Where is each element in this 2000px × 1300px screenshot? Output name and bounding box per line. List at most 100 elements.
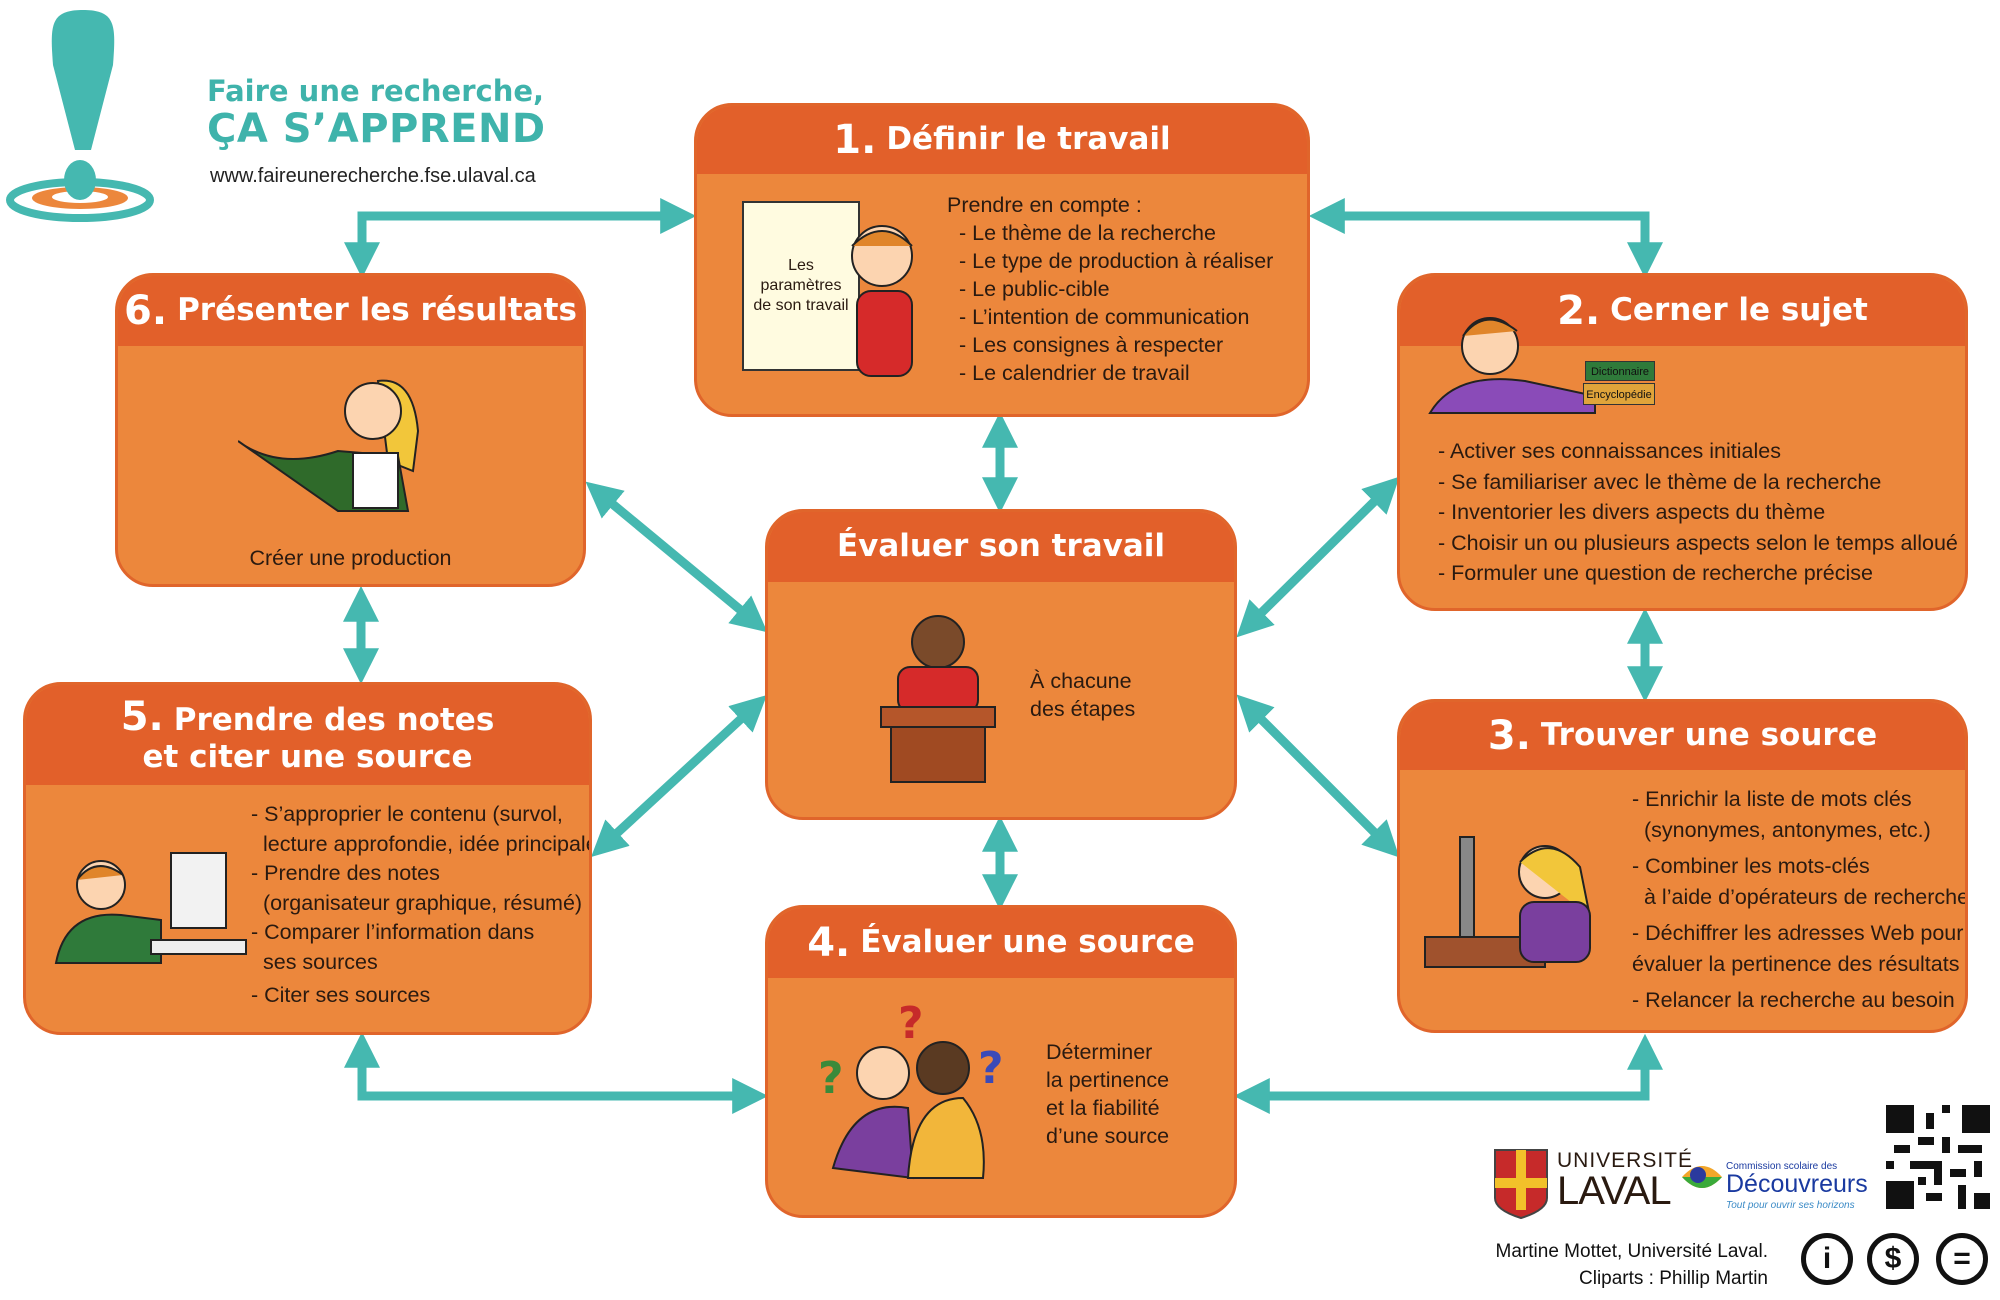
- center-text: À chacune des étapes: [1030, 667, 1135, 723]
- step-number: 6.: [124, 288, 168, 334]
- cc-nc-icon: $: [1867, 1233, 1919, 1285]
- center-header: Évaluer son travail: [768, 512, 1234, 582]
- author-credit: Martine Mottet, Université Laval.: [1495, 1241, 1768, 1262]
- step-2-header: 2. Cerner le sujet: [1400, 276, 1965, 346]
- list-item: (synonymes, antonymes, etc.): [1644, 817, 1931, 842]
- list-item: - Le thème de la recherche: [959, 221, 1216, 245]
- step-2-box: 2. Cerner le sujet Dictionnaire Encyclop…: [1397, 273, 1968, 611]
- list-item: - Relancer la recherche au besoin: [1632, 988, 1955, 1012]
- step-number: 3.: [1487, 713, 1531, 759]
- step-title: Évaluer une source: [860, 924, 1195, 961]
- list-item: - L’intention de communication: [959, 305, 1250, 329]
- cc-nd-icon: =: [1936, 1233, 1988, 1285]
- brand-line-1: Faire une recherche,: [207, 74, 545, 108]
- step-3-list: - Enrichir la liste de mots clés (synony…: [1632, 784, 1968, 1016]
- arrow-5-4: [344, 1031, 769, 1114]
- step-6-caption: Créer une production: [118, 544, 583, 572]
- list-item: - Se familiariser avec le thème de la re…: [1438, 469, 1882, 494]
- decouvreurs-logo: Commission scolaire des Découvreurs Tout…: [1726, 1161, 1868, 1211]
- logo-line-2: Découvreurs: [1726, 1170, 1868, 1198]
- clipart-credit: Cliparts : Phillip Martin: [1579, 1268, 1768, 1289]
- arrow-3-center: [1236, 694, 1400, 858]
- step-1-list: Prendre en compte : - Le thème de la rec…: [947, 191, 1273, 387]
- list-item: À chacune: [1030, 669, 1132, 693]
- list-item: à l’aide d’opérateurs de recherche: [1644, 884, 1968, 909]
- list-item: - Le calendrier de travail: [959, 361, 1190, 385]
- list-item: - Le type de production à réaliser: [959, 249, 1274, 273]
- step-1-box: 1. Définir le travail Les paramètres de …: [694, 103, 1310, 417]
- list-item: - Inventorier les divers aspects du thèm…: [1438, 500, 1826, 524]
- step-2-list: - Activer ses connaissances initiales - …: [1438, 436, 1958, 589]
- list-item: - Choisir un ou plusieurs aspects selon …: [1438, 530, 1958, 555]
- step-4-header: 4. Évaluer une source: [768, 908, 1234, 978]
- list-intro: Prendre en compte :: [947, 193, 1142, 217]
- list-item: et la fiabilité: [1046, 1096, 1160, 1120]
- website-link[interactable]: www.faireunerecherche.fse.ulaval.ca: [210, 165, 536, 187]
- book-encyclopedie: Encyclopédie: [1583, 383, 1655, 405]
- presenting-girl-clipart-icon: [238, 379, 420, 512]
- step-number: 1.: [833, 117, 877, 163]
- list-item: évaluer la pertinence des résultats: [1632, 951, 1960, 976]
- list-item: - Activer ses connaissances initiales: [1438, 439, 1781, 463]
- logo-tagline: Tout pour ouvrir ses horizons: [1726, 1200, 1855, 1211]
- universite-laval-logo: UNIVERSITÉ LAVAL: [1557, 1150, 1693, 1211]
- brand-line-2: ÇA S’APPREND: [207, 106, 546, 152]
- universite-laval-crest-icon: [1494, 1149, 1548, 1220]
- arrow-1-2: [1308, 198, 1663, 279]
- center-box: Évaluer son travail À chacune des étapes: [765, 509, 1237, 820]
- computer-user-clipart-icon: [1424, 836, 1591, 968]
- step-5-list: - S’approprier le contenu (survol, lectu…: [251, 800, 592, 1011]
- arrow-3-4: [1233, 1033, 1663, 1114]
- svg-text:?: ?: [898, 998, 924, 1049]
- list-item: - S’approprier le contenu (survol,: [251, 802, 563, 826]
- arrow-6-center: [585, 481, 768, 633]
- step-title-line-2: et citer une source: [142, 739, 473, 776]
- qr-code-icon[interactable]: [1886, 1105, 1990, 1209]
- thinking-boy-clipart-icon: [1428, 317, 1596, 414]
- step-number: 4.: [807, 920, 851, 966]
- step-title: Trouver une source: [1540, 717, 1878, 754]
- step-title: Évaluer son travail: [836, 528, 1166, 565]
- cc-by-icon: i: [1801, 1233, 1853, 1285]
- book-label: Encyclopédie: [1586, 389, 1652, 401]
- arrow-5-center: [591, 695, 767, 857]
- step-3-box: 3. Trouver une source - Enrichir la list…: [1397, 699, 1968, 1033]
- step-title: Définir le travail: [886, 121, 1171, 158]
- step-title: Cerner le sujet: [1610, 292, 1868, 329]
- book-label: Dictionnaire: [1590, 366, 1650, 378]
- list-item: - Enrichir la liste de mots clés: [1632, 787, 1912, 811]
- list-item: lecture approfondie, idée principale): [263, 831, 592, 856]
- list-item: (organisateur graphique, résumé): [263, 890, 583, 915]
- step-number: 5.: [120, 694, 164, 741]
- logo-line-1: Commission scolaire des: [1726, 1161, 1838, 1172]
- step-5-header: 5.Prendre des notes et citer une source: [26, 685, 589, 785]
- list-item: - Citer ses sources: [251, 983, 431, 1007]
- arrow-1-6: [344, 198, 697, 279]
- boy-clipart-icon: [851, 225, 913, 377]
- parameters-paper-illustration: Les paramètres de son travail: [742, 201, 860, 371]
- note-taking-clipart-icon: [54, 852, 247, 964]
- step-6-box: 6. Présenter les résultats Créer une pro…: [115, 273, 586, 587]
- svg-text:?: ?: [978, 1043, 1004, 1094]
- list-item: - Combiner les mots-clés: [1632, 854, 1870, 878]
- book-dictionnaire: Dictionnaire: [1585, 361, 1655, 381]
- list-item: - Déchiffrer les adresses Web pour: [1632, 921, 1964, 945]
- svg-text:?: ?: [818, 1053, 844, 1104]
- arrow-2-center: [1236, 476, 1400, 638]
- step-title-line-1: Prendre des notes: [173, 702, 495, 739]
- list-item: ses sources: [263, 949, 378, 974]
- list-item: - Formuler une question de recherche pré…: [1438, 561, 1873, 585]
- brand-title: Faire une recherche, ÇA S’APPREND: [207, 72, 546, 152]
- step-title: Présenter les résultats: [177, 292, 577, 329]
- logo-line-2: LAVAL: [1557, 1169, 1672, 1213]
- student-desk-clipart-icon: [880, 615, 996, 783]
- list-item: - Prendre des notes: [251, 861, 440, 885]
- list-item: d’une source: [1046, 1124, 1170, 1148]
- list-item: des étapes: [1030, 697, 1136, 721]
- list-item: Déterminer: [1046, 1040, 1153, 1064]
- questioning-kids-clipart-icon: ? ? ?: [818, 998, 1004, 1180]
- list-item: - Le public-cible: [959, 277, 1110, 301]
- step-number: 2.: [1557, 288, 1601, 334]
- step-6-header: 6. Présenter les résultats: [118, 276, 583, 346]
- list-item: la pertinence: [1046, 1068, 1170, 1092]
